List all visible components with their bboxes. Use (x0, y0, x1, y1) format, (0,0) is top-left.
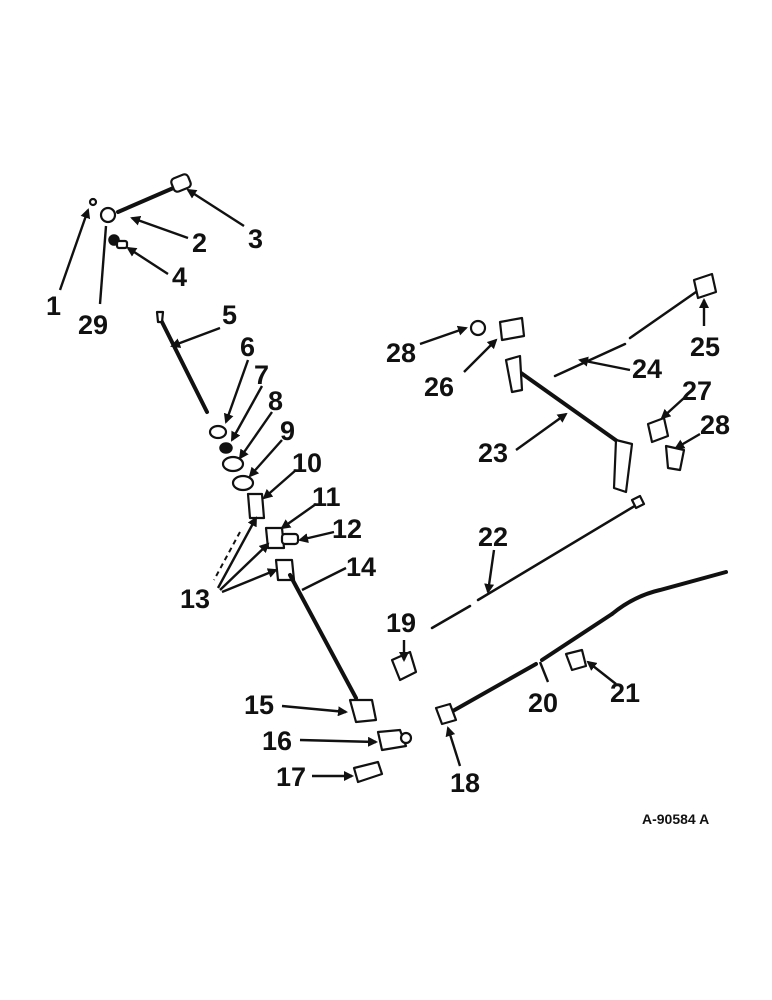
callout-20: 20 (528, 688, 558, 718)
part-top-linkage (88, 173, 192, 250)
callout-11: 11 (312, 482, 341, 512)
callout-10: 10 (292, 448, 322, 478)
callout-29: 29 (78, 310, 108, 340)
callout-2: 2 (192, 228, 207, 258)
leader-lines (58, 188, 709, 781)
callout-23: 23 (478, 438, 508, 468)
part-left-stack (155, 310, 300, 550)
callout-21: 21 (610, 678, 640, 708)
callout-28-b: 28 (700, 410, 730, 440)
callout-8: 8 (268, 386, 283, 416)
callout-26: 26 (424, 372, 454, 402)
callout-27: 27 (682, 376, 712, 406)
callout-7: 7 (254, 360, 269, 390)
callout-22: 22 (478, 522, 508, 552)
callout-24: 24 (632, 354, 662, 384)
callout-12: 12 (332, 514, 362, 544)
callout-1: 1 (46, 291, 61, 321)
part-vertical-rod (213, 531, 413, 784)
callout-19: 19 (386, 608, 416, 638)
callout-14: 14 (346, 552, 376, 582)
callout-17: 17 (276, 762, 306, 792)
part-long-rod (430, 494, 646, 630)
callout-15: 15 (244, 690, 274, 720)
callout-5: 5 (222, 300, 237, 330)
callout-6: 6 (240, 332, 255, 362)
callout-28-a: 28 (386, 338, 416, 368)
part-bent-rod (390, 570, 728, 726)
callout-18: 18 (450, 768, 480, 798)
callout-13: 13 (180, 584, 210, 614)
callout-9: 9 (280, 416, 295, 446)
callout-4: 4 (172, 262, 187, 292)
callout-3: 3 (248, 224, 263, 254)
drawing-number: A-90584 A (642, 811, 709, 827)
callout-16: 16 (262, 726, 292, 756)
callout-25: 25 (690, 332, 720, 362)
